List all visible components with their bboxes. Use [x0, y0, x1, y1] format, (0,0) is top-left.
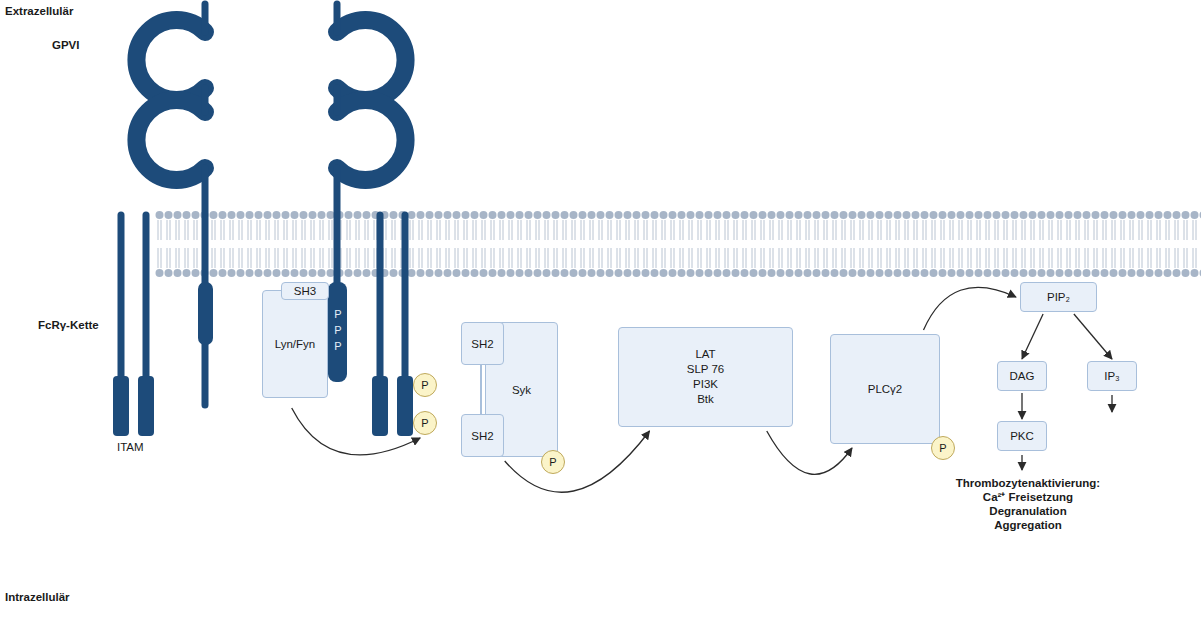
signal-arrow	[292, 408, 421, 455]
region-label: Intrazellulär	[5, 590, 70, 604]
enzyme-box: PKC	[997, 421, 1047, 451]
molecule-box: PIP₂	[1020, 282, 1097, 312]
ig-domain	[337, 100, 406, 180]
node-text: IP₃	[1104, 369, 1120, 383]
ig-domain	[136, 20, 205, 100]
region-label: Extrazellulär	[5, 4, 73, 18]
gpvi-receptor-right	[328, 4, 413, 436]
enzyme-box: PLCγ2P	[830, 334, 940, 444]
kinase-box: Lyn/FynSH3	[262, 290, 328, 398]
phosphate-circle: P	[541, 450, 565, 474]
node-text: P	[549, 455, 556, 469]
node-text: PI3K	[693, 377, 718, 392]
node-text: Syk	[512, 383, 531, 397]
output-arrow	[1021, 455, 1022, 470]
phosphate-circle: P	[931, 436, 955, 460]
outcome-heading: Thrombozytenaktivierung:	[928, 476, 1128, 490]
molecule-box: DAG	[997, 361, 1047, 391]
domain-box: SH2	[461, 322, 504, 365]
node-text: Lyn/Fyn	[275, 337, 315, 351]
adapter-box: LATSLP 76PI3KBtk	[618, 327, 793, 427]
membrane	[155, 208, 1201, 280]
molecule-box: IP₃	[1087, 361, 1137, 391]
itam-segment	[372, 376, 388, 436]
outcome-item: Ca²⁺ Freisetzung	[928, 490, 1128, 504]
node-text: P	[421, 378, 428, 392]
node-text: P	[421, 416, 428, 430]
node-text: LAT	[695, 347, 715, 362]
sh2-linker	[480, 365, 482, 414]
node-text: PLCγ2	[868, 382, 903, 396]
signal-arrow	[924, 287, 1017, 330]
tail-segment	[198, 282, 213, 345]
node-text: DAG	[1010, 369, 1035, 383]
motif-label: ITAM	[117, 440, 144, 454]
node-text: SH3	[294, 284, 316, 298]
fcr-gamma-chain	[121, 215, 146, 380]
output-arrow	[1111, 395, 1112, 412]
domain-box: SH2	[461, 414, 504, 457]
receptor-stalk	[334, 4, 341, 285]
itam-segment	[138, 376, 154, 436]
phosphate-letter: P	[332, 339, 344, 353]
node-text: SLP 76	[687, 362, 725, 377]
signal-arrow	[1021, 393, 1022, 419]
itam-segment	[113, 376, 129, 436]
phosphate-letter: P	[332, 323, 344, 337]
outcome-item: Aggregation	[928, 518, 1128, 532]
gpvi-receptor-left	[113, 4, 213, 436]
node-text: PKC	[1010, 429, 1034, 443]
phosphate-circle: P	[413, 373, 437, 397]
phosphate-circle: P	[413, 411, 437, 435]
signal-arrow	[1022, 314, 1043, 359]
fcr-gamma-chain	[380, 215, 405, 380]
node-text: SH2	[471, 337, 493, 351]
node-text: SH2	[471, 429, 493, 443]
outcome-item: Degranulation	[928, 504, 1128, 518]
ig-domain	[337, 20, 406, 100]
kinase-box: SykSH2SH2P	[485, 322, 558, 457]
domain-box: SH3	[281, 282, 329, 300]
ig-domain	[136, 100, 205, 180]
node-text: PIP₂	[1047, 290, 1070, 304]
itam-segment	[397, 376, 413, 436]
signal-arrow	[1074, 314, 1112, 359]
node-text: Btk	[697, 392, 714, 407]
receptor-label: GPVI	[52, 38, 79, 52]
phosphate-letter: P	[332, 307, 344, 321]
node-text: P	[939, 441, 946, 455]
proline-rich-segment	[328, 282, 347, 382]
chain-label: FcRγ-Kette	[38, 318, 99, 332]
